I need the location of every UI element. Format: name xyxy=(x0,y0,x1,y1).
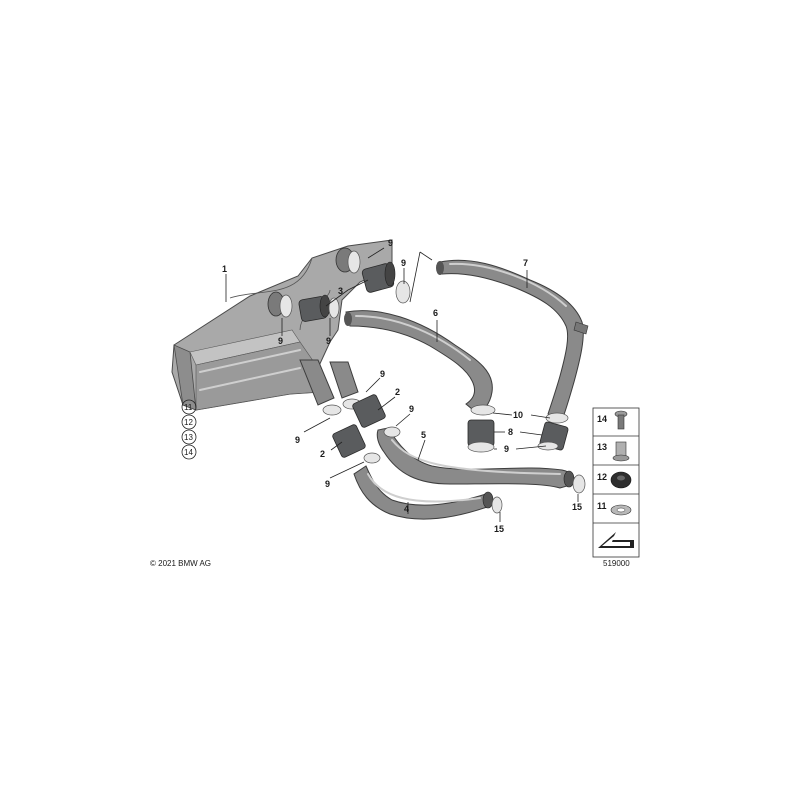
hose-4 xyxy=(353,465,503,520)
circled-references: 11 12 13 14 xyxy=(181,399,197,460)
hose-5 xyxy=(376,427,586,494)
circled-label-14: 14 xyxy=(184,448,193,457)
label-part-15: 15 xyxy=(494,524,504,534)
sleeve-8 xyxy=(467,404,569,453)
label-part-2: 2 xyxy=(320,449,325,459)
label-part-9: 9 xyxy=(380,369,385,379)
small-parts-legend: 14 13 12 11 xyxy=(592,407,640,558)
sleeve-3 xyxy=(298,261,396,322)
legend-label-14: 14 xyxy=(597,414,607,424)
circled-label-11: 11 xyxy=(184,403,193,412)
label-part-7: 7 xyxy=(523,258,528,268)
label-part-4: 4 xyxy=(404,504,409,514)
label-part-2: 2 xyxy=(395,387,400,397)
sleeve-bushing-icon xyxy=(612,441,630,462)
washer-icon xyxy=(610,504,632,516)
legend-label-13: 13 xyxy=(597,442,607,452)
sleeves-2 xyxy=(322,394,401,464)
label-part-9: 9 xyxy=(278,336,283,346)
label-part-9: 9 xyxy=(409,404,414,414)
label-part-9: 9 xyxy=(295,435,300,445)
clamp-rings-top xyxy=(279,250,411,319)
rubber-grommet-icon xyxy=(610,471,632,489)
circled-label-12: 12 xyxy=(184,418,193,427)
label-part-3: 3 xyxy=(338,286,343,296)
bolt-icon xyxy=(614,410,628,430)
kit-arrow-icon xyxy=(598,532,634,548)
label-part-15: 15 xyxy=(572,502,582,512)
circled-label-13: 13 xyxy=(184,433,193,442)
label-part-5: 5 xyxy=(421,430,426,440)
label-part-9: 9 xyxy=(401,258,406,268)
legend-label-12: 12 xyxy=(597,472,607,482)
label-part-9: 9 xyxy=(388,238,393,248)
label-part-9: 9 xyxy=(326,336,331,346)
hose-7 xyxy=(436,259,589,421)
copyright-text: © 2021 BMW AG xyxy=(150,559,211,568)
label-part-9: 9 xyxy=(325,479,330,489)
label-part-1: 1 xyxy=(222,264,227,274)
part-number-labels: 1 9 9 3 9 9 6 7 9 2 9 9 2 5 9 4 10 8 9 1… xyxy=(222,238,582,534)
label-part-6: 6 xyxy=(433,308,438,318)
label-part-8: 8 xyxy=(508,427,513,437)
leader-lines xyxy=(225,247,579,522)
label-part-9: 9 xyxy=(504,444,509,454)
label-part-10: 10 xyxy=(513,410,523,420)
diagram-id: 519000 xyxy=(603,559,630,568)
legend-label-11: 11 xyxy=(597,501,607,511)
